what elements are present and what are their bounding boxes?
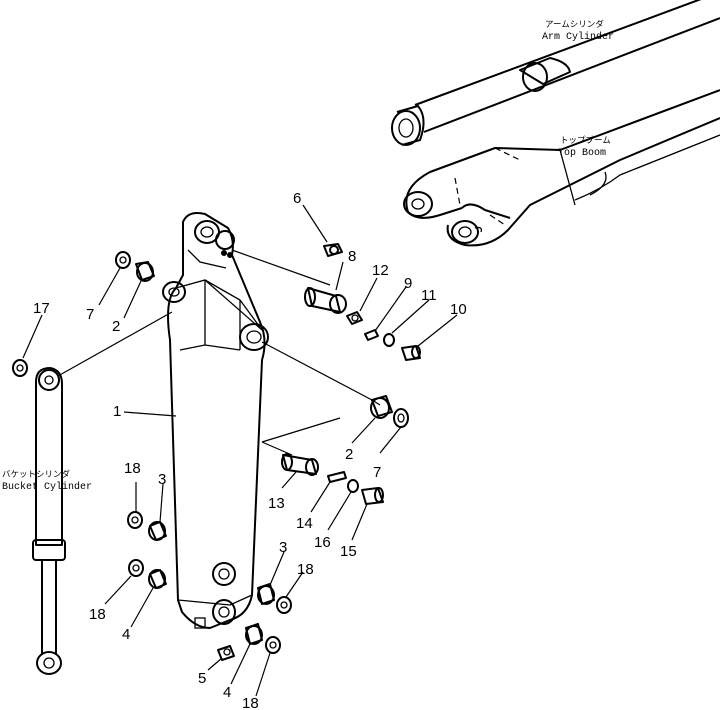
callout-2: 2 xyxy=(345,446,353,463)
svg-text:トップブーム: トップブーム xyxy=(560,135,611,146)
part-7-seal-right xyxy=(393,408,409,428)
part-11-washer xyxy=(383,333,395,347)
assembly-guide-lines xyxy=(231,249,381,456)
callout-3: 3 xyxy=(158,471,166,488)
callout-2: 2 xyxy=(112,318,120,335)
bucket-cylinder xyxy=(32,311,173,675)
part-2-bushing-right xyxy=(370,395,393,419)
callout-18: 18 xyxy=(297,561,314,578)
callout-5: 5 xyxy=(198,670,206,687)
part-7-seal-upper xyxy=(115,251,131,269)
part-2-bushing-upper xyxy=(135,261,155,282)
callout-18: 18 xyxy=(242,695,259,710)
svg-text:アームシリンダ: アームシリンダ xyxy=(545,19,604,30)
callout-9: 9 xyxy=(404,275,412,292)
callout-numbers: 1 2 2 3 3 4 4 5 6 7 7 8 9 10 11 12 13 14… xyxy=(33,190,467,710)
part-4-bushing-right xyxy=(245,623,263,645)
svg-text:Arm Cylinder: Arm Cylinder xyxy=(542,31,614,43)
part-12-grease-fitting xyxy=(346,311,363,325)
callout-8: 8 xyxy=(348,248,356,265)
part-18-seal-right-upper xyxy=(276,596,292,614)
callout-1: 1 xyxy=(113,403,121,420)
caption-top-boom: トップブーム Top Boom xyxy=(558,135,611,159)
part-4-bushing-left xyxy=(148,569,167,589)
callout-14: 14 xyxy=(296,515,313,532)
callout-7: 7 xyxy=(373,464,381,481)
arm-body xyxy=(162,212,269,629)
callout-18: 18 xyxy=(124,460,141,477)
callout-13: 13 xyxy=(268,495,285,512)
callout-6: 6 xyxy=(293,190,301,207)
part-18-seal-left-upper xyxy=(127,511,143,529)
part-15-bolt xyxy=(361,487,384,505)
caption-bucket-cylinder: バケットシリンダ Bucket Cylinder xyxy=(2,469,92,493)
part-17-seal xyxy=(12,359,28,377)
callout-18: 18 xyxy=(89,606,106,623)
callout-10: 10 xyxy=(450,301,467,318)
part-13-pin xyxy=(281,453,319,476)
part-6-grease-fitting xyxy=(323,243,343,257)
part-8-pin xyxy=(304,287,347,314)
leader-lines xyxy=(22,204,458,697)
top-boom xyxy=(403,89,720,247)
callout-16: 16 xyxy=(314,534,331,551)
svg-text:Bucket Cylinder: Bucket Cylinder xyxy=(2,481,92,493)
part-10-bolt xyxy=(401,345,421,361)
part-14-plate xyxy=(327,471,347,483)
arm-cylinder xyxy=(391,0,720,146)
part-9-plate xyxy=(364,329,379,341)
callout-4: 4 xyxy=(223,684,231,701)
part-3-bushing-left xyxy=(148,521,167,541)
callout-12: 12 xyxy=(372,262,389,279)
svg-text:バケットシリンダ: バケットシリンダ xyxy=(2,469,71,480)
part-3-bushing-right xyxy=(257,583,275,605)
callout-7: 7 xyxy=(86,306,94,323)
callout-11: 11 xyxy=(421,287,437,304)
callout-17: 17 xyxy=(33,300,50,317)
callout-3: 3 xyxy=(279,539,287,556)
part-5-grease-fitting xyxy=(217,645,235,661)
svg-text:Top Boom: Top Boom xyxy=(558,148,606,159)
callout-15: 15 xyxy=(340,543,357,560)
part-18-seal-right-lower xyxy=(265,636,281,654)
part-18-seal-left-lower xyxy=(128,559,144,577)
part-16-washer xyxy=(347,479,359,493)
callout-4: 4 xyxy=(122,626,130,643)
caption-arm-cylinder: アームシリンダ Arm Cylinder xyxy=(542,19,614,43)
